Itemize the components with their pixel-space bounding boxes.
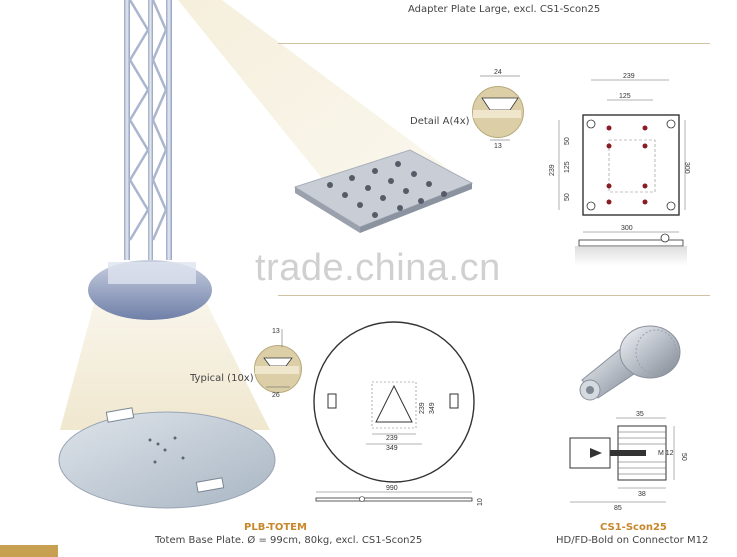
detail-a-label: Detail A(4x)	[410, 116, 470, 127]
typical-dim-top: 13	[272, 328, 280, 335]
connector-photo	[579, 325, 681, 401]
plb-totem-caption: Totem Base Plate. Ø = 99cm, 80kg, excl. …	[155, 535, 423, 546]
connector-dim-38: 38	[638, 491, 646, 498]
cs1-scon25-title: CS1-Scon25	[600, 522, 667, 533]
totem-dim-10: 10	[477, 498, 484, 506]
connector-dim-m12: M 12	[658, 450, 674, 457]
top-divider	[278, 43, 710, 44]
adapter-dim-125-top: 125	[619, 93, 631, 100]
totem-base-plate-photo	[58, 407, 276, 509]
typical-drawing: 13 26	[255, 328, 299, 399]
adapter-dim-300-bottom: 300	[621, 225, 633, 232]
totem-dim-990: 990	[386, 485, 398, 492]
totem-technical-drawing: 239 349 239 349 990 10	[313, 321, 484, 506]
adapter-plate-photo	[293, 149, 474, 233]
adapter-dim-300-right: 300	[683, 162, 690, 174]
adapter-dim-125-mid: 125	[564, 161, 571, 173]
plb-totem-title: PLB-TOTEM	[244, 522, 307, 533]
middle-divider	[278, 295, 710, 296]
totem-dim-239-h: 239	[386, 435, 398, 442]
detail-a-dim-top: 24	[494, 69, 502, 76]
adapter-dim-239-top: 239	[623, 73, 635, 80]
adapter-technical-drawing: 239 125 239 50 125 50 300 300	[549, 73, 690, 266]
totem-dim-349-v: 349	[429, 402, 436, 414]
typical-dim-bottom: 26	[272, 392, 280, 399]
cs1-scon25-caption: HD/FD-Bold on Connector M12	[556, 535, 709, 546]
connector-dim-85: 85	[614, 505, 622, 512]
connector-dim-50: 50	[680, 453, 687, 461]
corner-badge	[0, 545, 58, 557]
watermark: trade.china.cn	[255, 247, 501, 289]
adapter-plate-caption: Adapter Plate Large, excl. CS1-Scon25	[408, 4, 601, 15]
totem-dim-349-h: 349	[386, 445, 398, 452]
typical-label: Typical (10x)	[190, 373, 254, 384]
adapter-dim-239-left: 239	[549, 164, 556, 176]
connector-technical-drawing: 35 M 12 50 38 85	[569, 411, 687, 512]
adapter-dim-50-top: 50	[564, 137, 571, 145]
detail-a-drawing: 24 13	[473, 69, 521, 150]
totem-dim-239-v: 239	[419, 402, 426, 414]
connector-dim-35: 35	[636, 411, 644, 418]
detail-a-dim-bottom: 13	[494, 143, 502, 150]
truss-tower	[88, 0, 212, 320]
adapter-dim-50-bot: 50	[564, 193, 571, 201]
